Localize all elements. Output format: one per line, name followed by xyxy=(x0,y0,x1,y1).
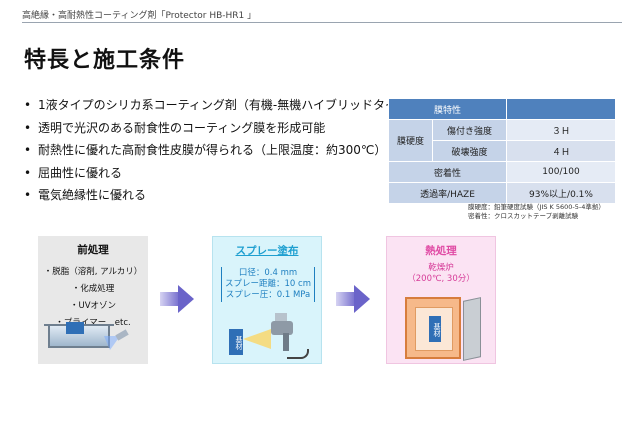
oven-label: 乾燥炉 xyxy=(428,263,454,273)
substrate-block: 基材 xyxy=(229,329,243,355)
feature-list: 1液タイプのシリカ系コーティング剤（有機-無機ハイブリッドタイプ） 透明で光沢の… xyxy=(22,94,421,207)
list-item: ・脱脂（溶剤, アルカリ） xyxy=(43,267,143,277)
row-label-transmittance: 透過率/HAZE xyxy=(388,182,507,204)
param-distance: スプレー距離：10 cm xyxy=(225,279,311,289)
oven-door xyxy=(463,297,481,361)
row-label-scratch: 傷付き強度 xyxy=(432,119,507,141)
param-pressure: スプレー圧：0.1 MPa xyxy=(225,290,311,300)
oven-chamber: 基材 xyxy=(415,307,453,351)
row-label-adhesion: 密着性 xyxy=(388,161,507,183)
feature-item: 透明で光沢のある耐食性のコーティング膜を形成可能 xyxy=(22,117,392,140)
feature-item: 電気絶縁性に優れる xyxy=(22,184,392,207)
list-item: ・プライマー etc. xyxy=(55,318,131,328)
row-value-adhesion: 100/100 xyxy=(506,161,616,183)
row-value-break: ４Ｈ xyxy=(506,140,616,162)
spray-gun-icon xyxy=(271,321,293,335)
pretreatment-list: ・脱脂（溶剤, アルカリ） ・化成処理 ・UVオゾン ・プライマー etc. xyxy=(38,264,148,332)
spray-parameters: 口径：0.4 mm スプレー距離：10 cm スプレー圧：0.1 MPa xyxy=(221,267,315,302)
param-nozzle: 口径：0.4 mm xyxy=(238,268,298,278)
note-line: 密着性：クロスカットテープ剥離試験 xyxy=(468,212,579,220)
feature-item: 1液タイプのシリカ系コーティング剤（有機-無機ハイブリッドタイプ） xyxy=(22,94,421,117)
stage-title: 前処理 xyxy=(77,244,109,256)
row-label-break: 破壊強度 xyxy=(432,140,507,162)
heat-conditions: 乾燥炉 （200℃, 30分） xyxy=(387,263,495,285)
note-line: 膜硬度：鉛筆硬度試験（JIS K 5600-5-4準拠） xyxy=(468,203,605,211)
spray-mist-illustration xyxy=(243,329,271,349)
oven-conditions: （200℃, 30分） xyxy=(407,274,475,284)
page-title: 特長と施工条件 xyxy=(24,48,186,73)
spray-gun-hose xyxy=(287,349,309,359)
row-group-hardness: 膜硬度 xyxy=(388,119,433,162)
flow-arrow-shaft xyxy=(160,292,178,306)
list-item: ・化成処理 xyxy=(71,284,115,294)
film-properties-table: 膜特性 膜硬度 傷付き強度 ３Ｈ 破壊強度 ４Ｈ 密着性 100/100 透過率… xyxy=(388,98,616,204)
feature-item: 耐熱性に優れた高耐食性皮膜が得られる（上限温度：約300℃） xyxy=(22,139,392,162)
stage-pretreatment: 前処理 ・脱脂（溶剤, アルカリ） ・化成処理 ・UVオゾン ・プライマー et… xyxy=(38,236,148,364)
table-notes: 膜硬度：鉛筆硬度試験（JIS K 5600-5-4準拠） 密着性：クロスカットテ… xyxy=(468,203,605,221)
drying-oven-icon: 基材 xyxy=(405,297,461,359)
uv-beam-illustration xyxy=(104,336,120,350)
table-header: 膜特性 xyxy=(388,98,507,120)
list-item: ・UVオゾン xyxy=(69,301,117,311)
spray-gun-handle xyxy=(283,333,289,351)
substrate-block: 基材 xyxy=(429,316,441,342)
stage-spray-coating: スプレー塗布 口径：0.4 mm スプレー距離：10 cm スプレー圧：0.1 … xyxy=(212,236,322,364)
spray-gun-cup xyxy=(275,313,287,322)
feature-item: 屈曲性に優れる xyxy=(22,162,392,185)
header-breadcrumb: 高絶縁・高耐熱性コーティング剤「Protector HB-HR1 」 xyxy=(22,11,257,21)
flow-arrow-icon xyxy=(178,285,194,313)
table-header-empty xyxy=(506,98,616,120)
workpiece-illustration xyxy=(66,322,84,334)
stage-title: 熱処理 xyxy=(425,245,457,257)
header-divider xyxy=(22,22,622,23)
row-value-transmittance: 93%以上/0.1% xyxy=(506,182,616,204)
stage-title: スプレー塗布 xyxy=(235,245,299,257)
row-value-scratch: ３Ｈ xyxy=(506,119,616,141)
flow-arrow-icon xyxy=(354,285,370,313)
stage-heat-treatment: 熱処理 乾燥炉 （200℃, 30分） 基材 xyxy=(386,236,496,364)
flow-arrow-shaft xyxy=(336,292,354,306)
